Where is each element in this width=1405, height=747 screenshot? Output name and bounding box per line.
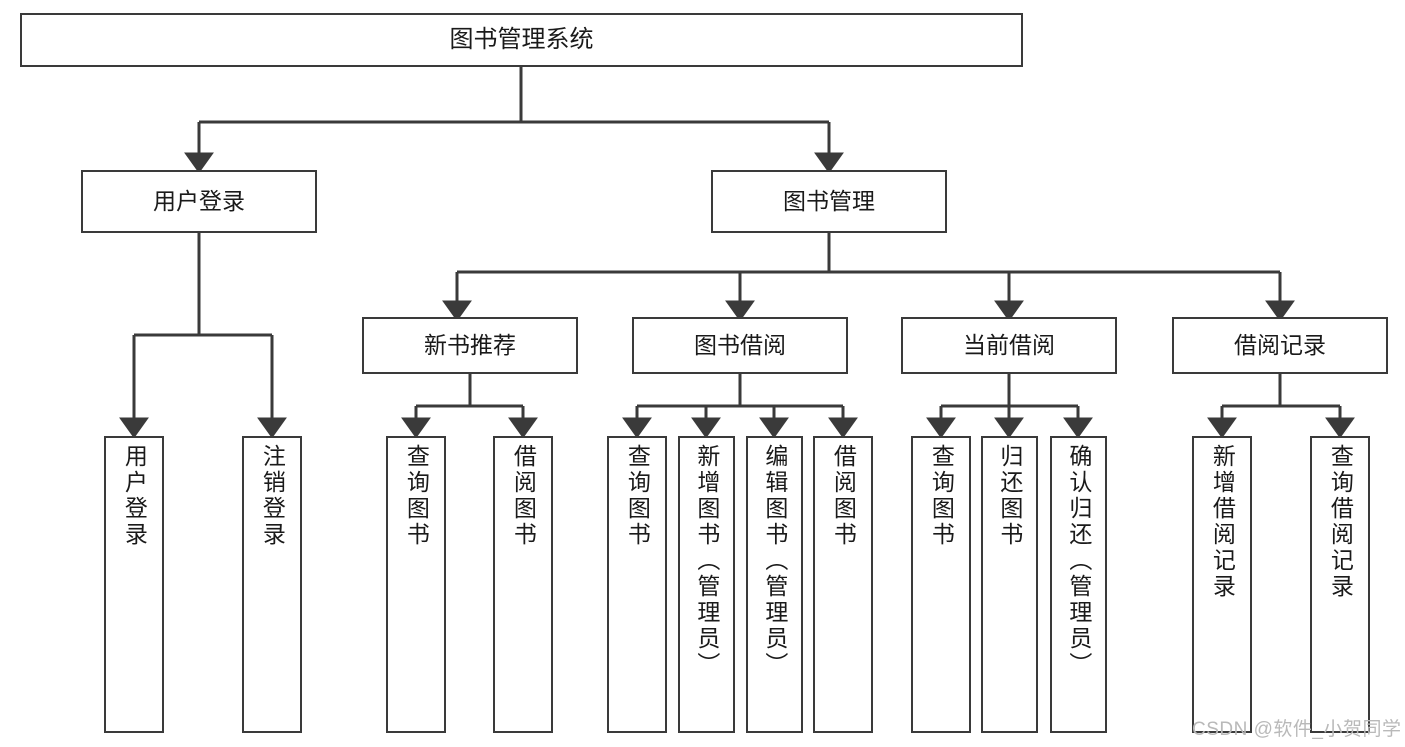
node-label: 用户登录	[121, 444, 148, 548]
node-label: 查询图书	[624, 444, 651, 548]
leaf-borrow-add-book-admin[interactable]: 新增图书（管理员）	[678, 436, 735, 733]
leaf-current-confirm-return-admin[interactable]: 确认归还（管理员）	[1050, 436, 1107, 733]
leaf-record-query-record[interactable]: 查询借阅记录	[1310, 436, 1370, 733]
leaf-record-add-record[interactable]: 新增借阅记录	[1192, 436, 1252, 733]
node-label: 新增图书（管理员）	[693, 444, 720, 678]
leaf-borrow-query-book[interactable]: 查询图书	[607, 436, 667, 733]
node-label: 注销登录	[259, 444, 286, 548]
node-borrow-record[interactable]: 借阅记录	[1172, 317, 1388, 374]
leaf-borrow-edit-book-admin[interactable]: 编辑图书（管理员）	[746, 436, 803, 733]
leaf-recommend-borrow-book[interactable]: 借阅图书	[493, 436, 553, 733]
node-root-system[interactable]: 图书管理系统	[20, 13, 1023, 67]
node-label: 图书管理系统	[449, 26, 594, 53]
leaf-user-login[interactable]: 用户登录	[104, 436, 164, 733]
node-user-login[interactable]: 用户登录	[81, 170, 317, 233]
node-book-management[interactable]: 图书管理	[711, 170, 947, 233]
node-book-borrow[interactable]: 图书借阅	[632, 317, 848, 374]
node-current-borrow[interactable]: 当前借阅	[901, 317, 1117, 374]
watermark-text: CSDN @软件_小贺同学	[1192, 719, 1402, 740]
node-label: 当前借阅	[963, 332, 1055, 359]
leaf-current-return-book[interactable]: 归还图书	[981, 436, 1038, 733]
node-label: 借阅记录	[1234, 332, 1326, 359]
node-label: 查询图书	[928, 444, 955, 548]
leaf-current-query-book[interactable]: 查询图书	[911, 436, 971, 733]
node-label: 借阅图书	[830, 444, 857, 548]
node-label: 编辑图书（管理员）	[761, 444, 788, 678]
node-label: 新增借阅记录	[1209, 444, 1236, 600]
node-label: 归还图书	[996, 444, 1023, 548]
leaf-borrow-borrow-book[interactable]: 借阅图书	[813, 436, 873, 733]
leaf-user-logout[interactable]: 注销登录	[242, 436, 302, 733]
node-label: 图书借阅	[694, 332, 786, 359]
node-label: 确认归还（管理员）	[1065, 444, 1092, 678]
node-label: 查询图书	[403, 444, 430, 548]
node-new-book-recommend[interactable]: 新书推荐	[362, 317, 578, 374]
node-label: 查询借阅记录	[1327, 444, 1354, 600]
leaf-recommend-query-book[interactable]: 查询图书	[386, 436, 446, 733]
node-label: 图书管理	[783, 188, 875, 215]
node-label: 新书推荐	[424, 332, 516, 359]
node-label: 借阅图书	[510, 444, 537, 548]
node-label: 用户登录	[153, 188, 245, 215]
